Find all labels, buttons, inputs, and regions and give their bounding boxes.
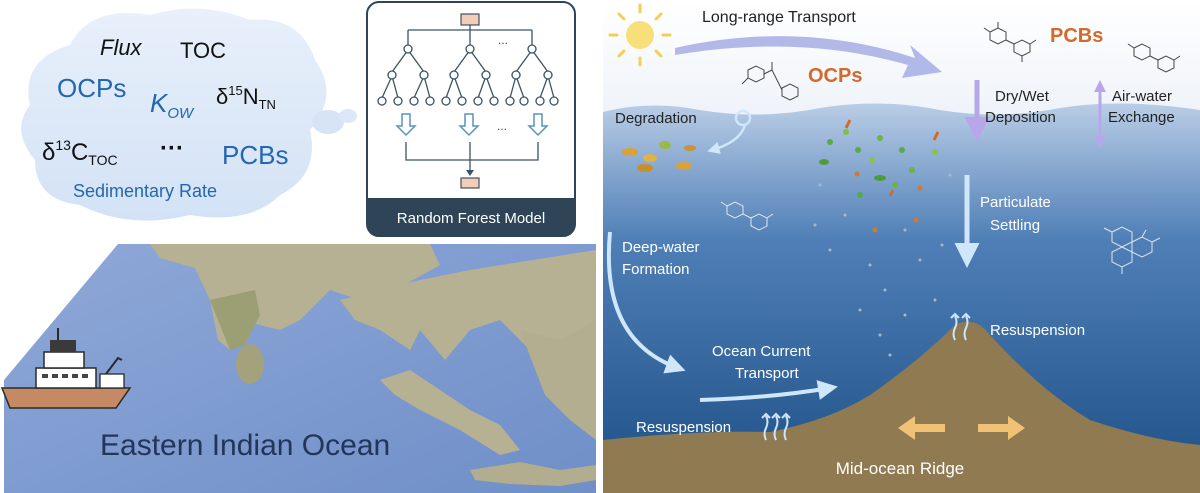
long-range-transport-arrow (675, 36, 942, 78)
ocp-molecule-icon (741, 62, 799, 101)
thought-cloud: Flux TOC OCPs KOW δ15NTN δ13CTOC ··· PCB… (21, 8, 357, 221)
ocean-map: Eastern Indian Ocean (4, 244, 596, 493)
air-water-exchange-arrow (1094, 80, 1106, 148)
deep-water-label-1: Deep-water (622, 239, 700, 256)
term-pcbs: PCBs (222, 140, 288, 170)
pcbs-label: PCBs (1050, 25, 1103, 47)
degradation-label: Degradation (615, 110, 697, 127)
research-ship-icon (0, 328, 132, 409)
resuspension-arrows-top (950, 312, 971, 341)
map-label: Eastern Indian Ocean (100, 429, 390, 462)
term-d15n: δ15NTN (216, 83, 276, 112)
ocean-current-arrow (699, 380, 838, 402)
pcb-molecule-icon-2 (1127, 43, 1181, 73)
resuspension-arrows-bottom (761, 412, 791, 441)
model-title: Random Forest Model (397, 210, 545, 227)
java (470, 462, 596, 486)
tree-dots-bottom: ... (497, 119, 507, 133)
deep-water-formation-arrow (606, 231, 686, 374)
suspended-particles (622, 119, 952, 357)
term-kow: KOW (150, 88, 195, 122)
tree-nodes (377, 44, 559, 106)
tree-output-arrows (395, 113, 549, 137)
term-d13c: δ13CTOC (42, 137, 118, 168)
long-range-transport-label: Long-range Transport (702, 9, 856, 26)
air-water-label-2: Exchange (1108, 109, 1175, 126)
sun-icon (608, 3, 672, 67)
ocean-current-label-1: Ocean Current (712, 343, 811, 360)
sumatra (380, 370, 520, 455)
deposition-label-1: Dry/Wet (995, 88, 1050, 105)
root-node (460, 13, 480, 26)
term-sedimentary-rate: Sedimentary Rate (73, 181, 217, 201)
output-node (460, 177, 480, 189)
deep-water-label-2: Formation (622, 261, 690, 278)
term-toc: TOC (180, 38, 226, 63)
ridge-spreading-arrows (898, 416, 1025, 440)
decision-trees (381, 25, 555, 99)
pcb-molecule-icon-3 (720, 201, 774, 231)
borneo (520, 320, 596, 440)
term-flux: Flux (100, 35, 143, 60)
aggregation-lines (405, 142, 539, 172)
term-ocps: OCPs (57, 73, 126, 103)
random-forest-model: Random Forest Model ... ... (366, 1, 576, 237)
pcb-molecule-icon-4 (1103, 226, 1161, 274)
term-ellipsis: ··· (160, 135, 184, 162)
air-water-label-1: Air-water (1112, 88, 1172, 105)
sri-lanka (236, 344, 264, 384)
ocps-label: OCPs (808, 65, 862, 87)
ridge-label: Mid-ocean Ridge (836, 459, 965, 478)
particulate-label-1: Particulate (980, 194, 1051, 211)
seafloor-ridge (603, 321, 1200, 493)
pcb-molecule-icon-1 (983, 22, 1037, 62)
resuspension-label-top: Resuspension (990, 322, 1085, 339)
degradation-arrow (707, 109, 752, 154)
particulate-label-2: Settling (990, 217, 1040, 234)
tree-dots-top: ... (498, 33, 508, 47)
ocean-current-label-2: Transport (735, 365, 799, 382)
deposition-label-2: Deposition (985, 109, 1056, 126)
resuspension-label-bottom: Resuspension (636, 419, 731, 436)
